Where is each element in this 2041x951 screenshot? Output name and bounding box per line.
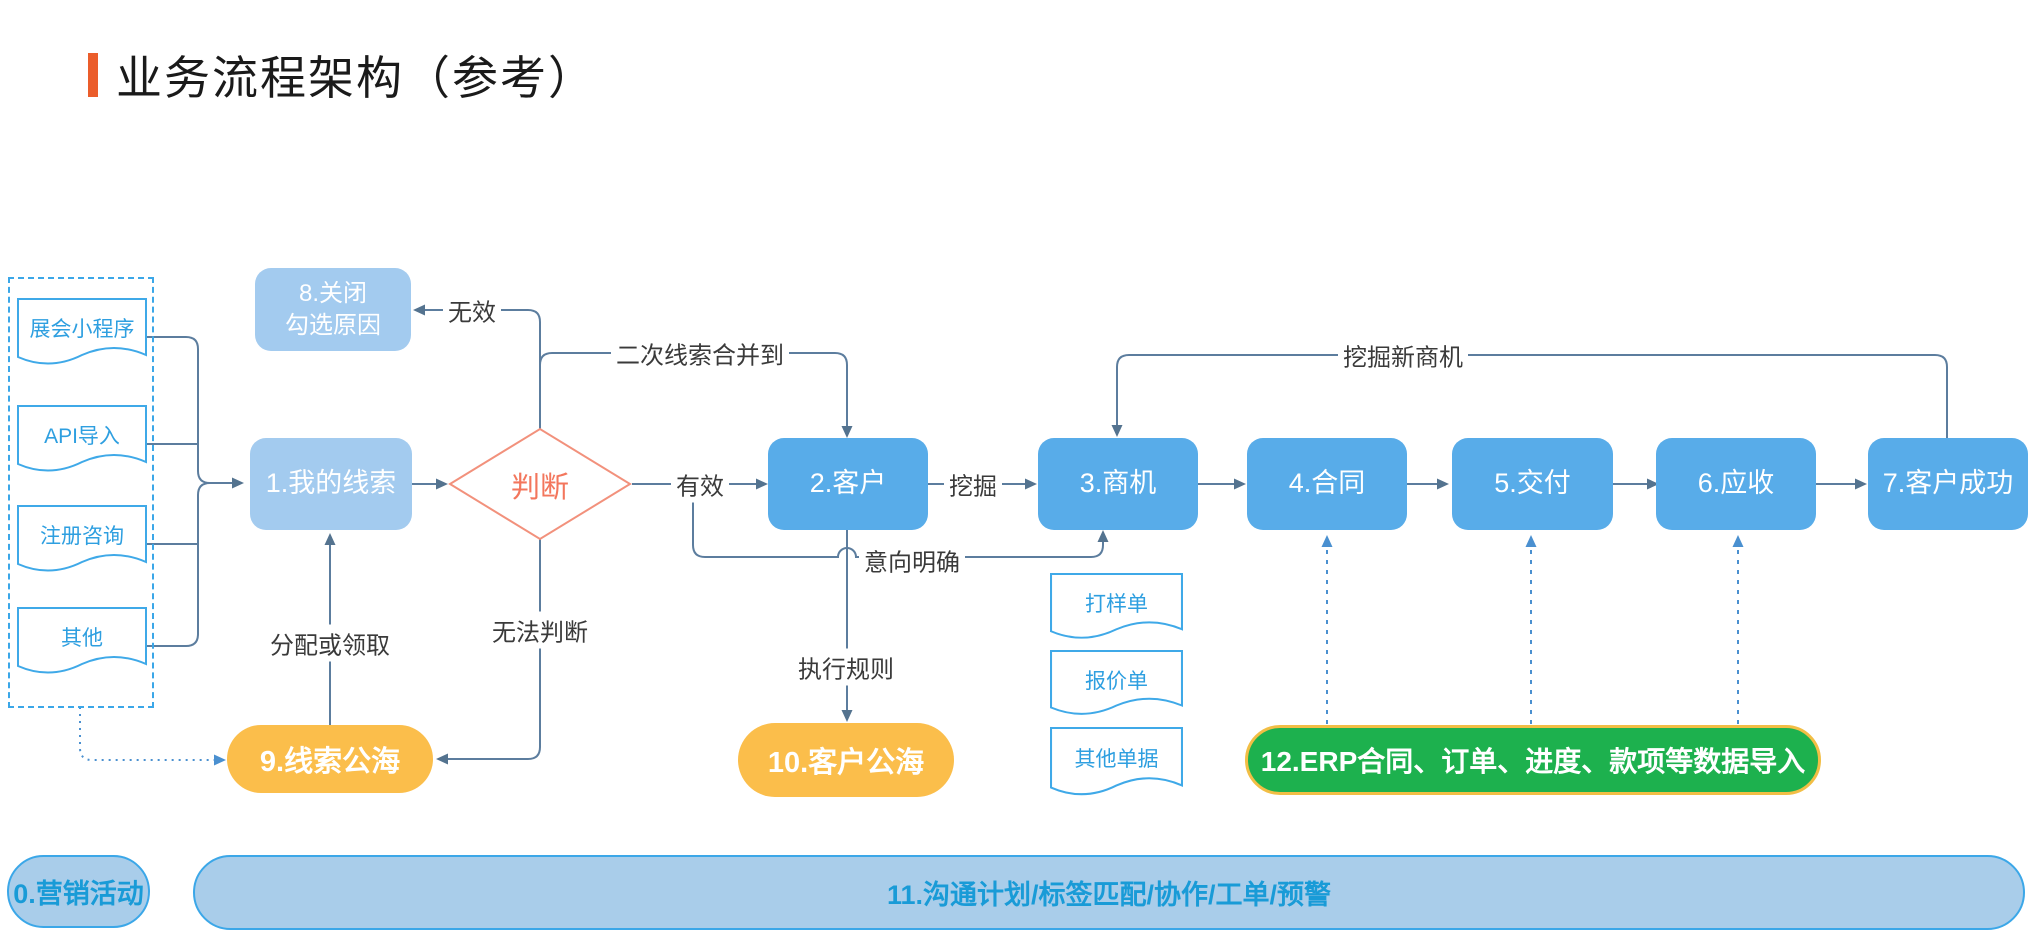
node-communication-bar: 11.沟通计划/标签匹配/协作/工单/预警: [193, 855, 2025, 930]
document-shape-icon: [1050, 650, 1183, 715]
node-close-reason: 8.关闭勾选原因: [255, 268, 411, 351]
edge-source-top: [147, 336, 211, 484]
edge-merge-to-customer: [539, 352, 853, 438]
edge-sources-to-leadpool-dotted: [79, 707, 226, 766]
node-label: 6.应收: [1697, 468, 1775, 499]
order-doc: 报价单: [1050, 650, 1183, 726]
node-customer: 2.客户: [768, 438, 928, 530]
page-header: 业务流程架构（参考）: [88, 42, 596, 108]
doc-label: 其他单据: [1074, 748, 1159, 772]
node-label: 12.ERP合同、订单、进度、款项等数据导入: [1260, 746, 1806, 777]
edge-label-merge: 二次线索合并到: [611, 334, 789, 372]
node-label: 10.客户公海: [767, 747, 925, 779]
edge-label-dig-new: 挖掘新商机: [1338, 336, 1468, 374]
lead-source-doc: 展会小程序: [17, 298, 147, 376]
edge-label-dig: 挖掘: [944, 465, 1002, 503]
node-receivable: 6.应收: [1656, 438, 1816, 530]
edge-cannotjudge-to-leadpool: [436, 539, 541, 765]
node-label: 1.我的线索: [265, 468, 397, 499]
edge-label-invalid: 无效: [443, 291, 501, 329]
title-accent-bar: [88, 53, 98, 97]
node-label: 2.客户: [809, 468, 887, 499]
lead-source-doc: 注册咨询: [17, 505, 147, 583]
node-label: 11.沟通计划/标签匹配/协作/工单/预警: [886, 880, 1332, 910]
edge-label-valid: 有效: [671, 465, 729, 503]
node-erp-import: 12.ERP合同、订单、进度、款项等数据导入: [1245, 725, 1821, 795]
node-marketing-activity: 0.营销活动: [7, 855, 150, 928]
doc-label: 展会小程序: [29, 318, 135, 342]
node-label: 9.线索公海: [259, 746, 401, 778]
node-lead-pool: 9.线索公海: [227, 725, 433, 793]
edge-invalid-to-close: [413, 304, 541, 429]
document-shape-icon: [1050, 727, 1183, 796]
decision-label: 判断: [510, 472, 570, 504]
order-doc: 其他单据: [1050, 727, 1183, 807]
decision-diamond-shape: [448, 427, 632, 541]
lead-source-doc: 其他: [17, 607, 147, 685]
document-shape-icon: [17, 298, 147, 365]
node-label-line2: 勾选原因: [285, 311, 381, 339]
document-shape-icon: [17, 607, 147, 674]
node-contract: 4.合同: [1247, 438, 1407, 530]
node-label: 4.合同: [1288, 468, 1366, 499]
doc-label: 其他: [61, 627, 103, 651]
doc-label: 注册咨询: [40, 525, 124, 549]
page-title: 业务流程架构（参考）: [116, 52, 596, 104]
node-label: 3.商机: [1079, 468, 1157, 499]
lead-source-doc: API导入: [17, 405, 147, 483]
node-opportunity: 3.商机: [1038, 438, 1198, 530]
node-label-line1: 8.关闭: [298, 280, 367, 308]
edge-label-intent: 意向明确: [859, 541, 965, 579]
node-label: 7.客户成功: [1882, 468, 2014, 499]
edge-label-assign: 分配或领取: [265, 624, 395, 662]
doc-label: 报价单: [1085, 669, 1148, 693]
edge-dignew-to-opportunity: [1111, 354, 1948, 438]
doc-label: 打样单: [1085, 593, 1148, 617]
document-shape-icon: [17, 505, 147, 572]
order-doc: 打样单: [1050, 573, 1183, 650]
node-label: 8.关闭勾选原因: [285, 278, 381, 340]
doc-label: API导入: [44, 425, 120, 449]
node-delivery: 5.交付: [1452, 438, 1613, 530]
edge-label-execute-rule: 执行规则: [793, 648, 899, 686]
node-customer-pool: 10.客户公海: [738, 723, 954, 797]
document-shape-icon: [17, 405, 147, 472]
node-label: 5.交付: [1494, 468, 1571, 499]
node-my-leads: 1.我的线索: [250, 438, 412, 530]
edge-label-cannot-judge: 无法判断: [487, 611, 593, 649]
node-customer-success: 7.客户成功: [1868, 438, 2028, 530]
document-shape-icon: [1050, 573, 1183, 639]
lead-sources-group: [8, 277, 154, 708]
edge-source-bottom: [147, 482, 211, 647]
node-label: 0.营销活动: [13, 879, 144, 909]
